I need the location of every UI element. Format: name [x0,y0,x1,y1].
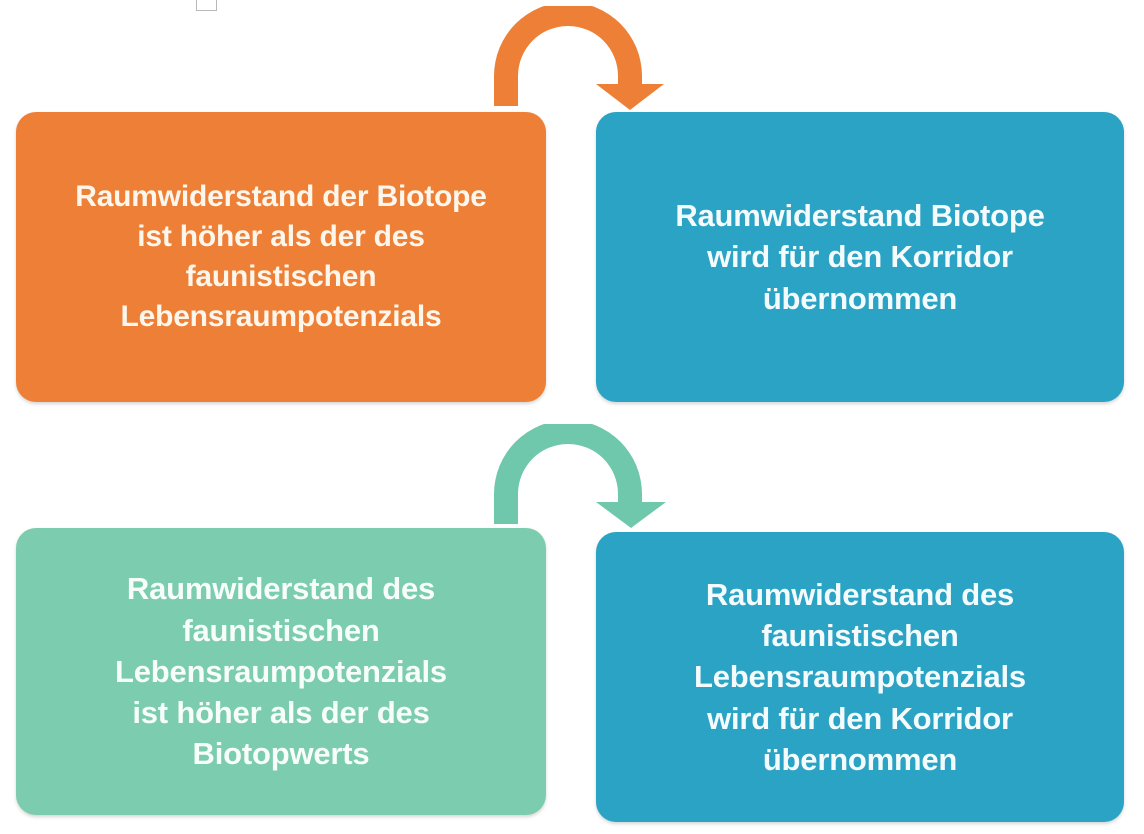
curved-arrow-right-icon [494,424,666,528]
node-box-label: Raumwiderstand Biotope wird für den Korr… [675,198,1045,316]
node-box-raumwiderstand-lebensraumpotenzial-korridor[interactable]: Raumwiderstand des faunistischen Lebensr… [596,532,1124,822]
curved-arrow-right-icon [494,6,664,110]
node-box-label: Raumwiderstand des faunistischen Lebensr… [694,576,1026,777]
node-box-raumwiderstand-biotope-hoeher[interactable]: Raumwiderstand der Biotope ist höher als… [16,112,546,402]
node-box-label: Raumwiderstand der Biotope ist höher als… [75,180,487,333]
node-box-raumwiderstand-lebensraumpotenzial-hoeher[interactable]: Raumwiderstand des faunistischen Lebensr… [16,528,546,815]
stray-rect-artifact [196,0,217,11]
node-box-label: Raumwiderstand des faunistischen Lebensr… [115,571,447,772]
node-box-raumwiderstand-biotope-korridor[interactable]: Raumwiderstand Biotope wird für den Korr… [596,112,1124,402]
